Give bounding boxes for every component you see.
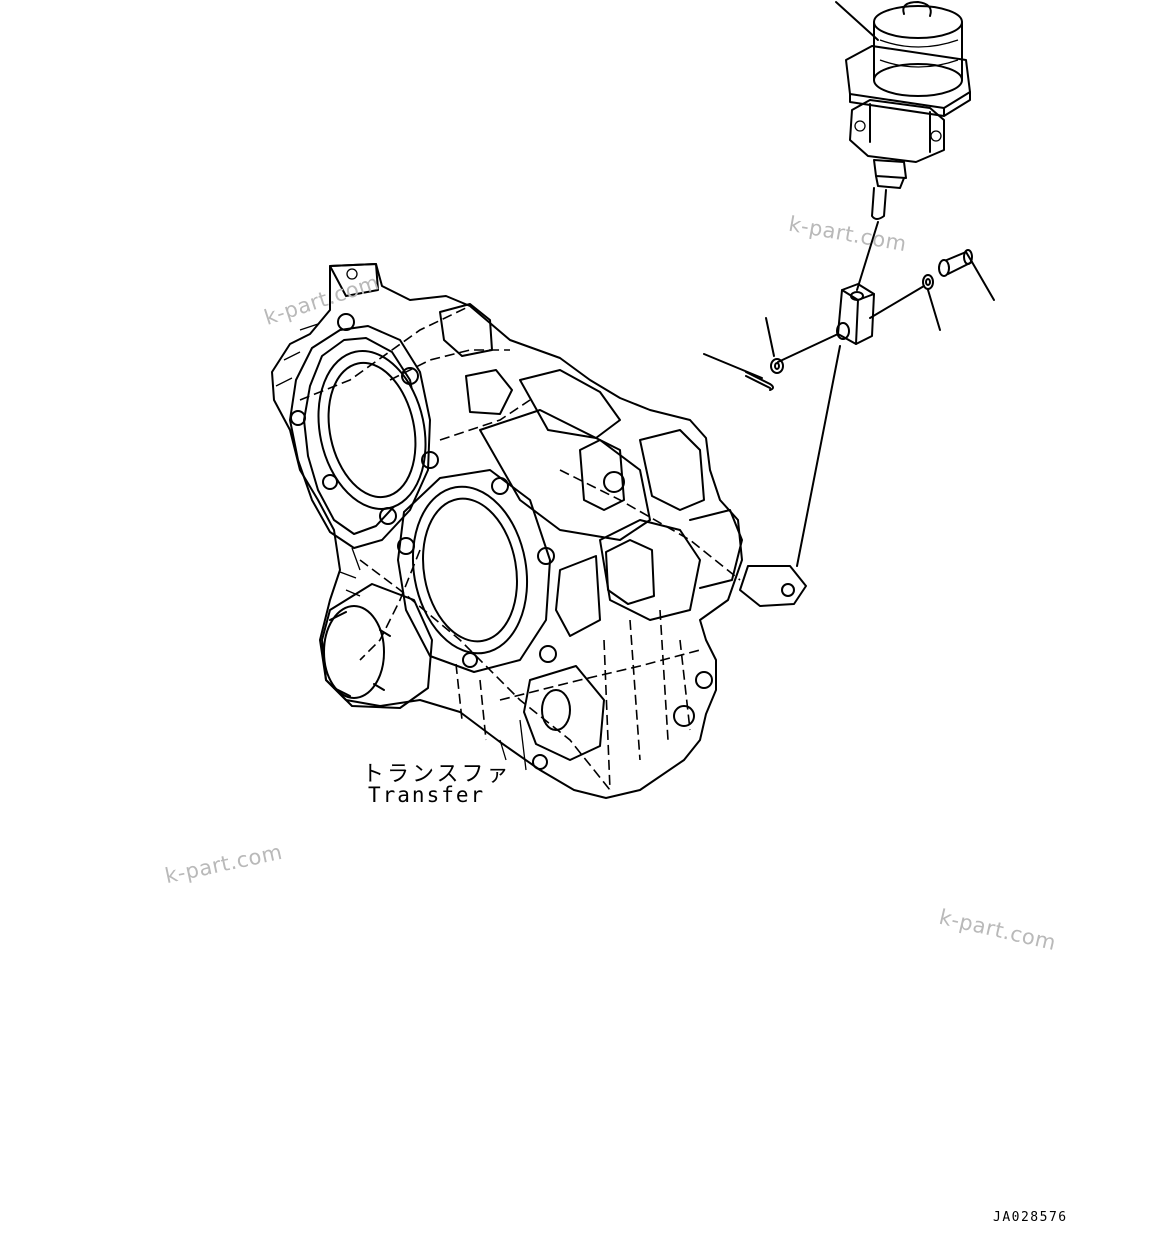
cotter-pin [703, 353, 774, 391]
clevis [836, 283, 875, 345]
lever [739, 565, 807, 607]
pin-axis [777, 285, 925, 363]
drawing-code: JA028576 [993, 1210, 1068, 1225]
transfer-case [271, 263, 743, 799]
washer-right [922, 274, 941, 331]
pin [938, 249, 995, 301]
transfer-label-en: Transfer [368, 783, 486, 807]
link-line [796, 345, 841, 567]
washer-left [765, 317, 784, 374]
actuator-assembly [835, 1, 971, 220]
rod-line [856, 221, 879, 291]
transfer-label-jp: トランスファ [362, 762, 512, 787]
